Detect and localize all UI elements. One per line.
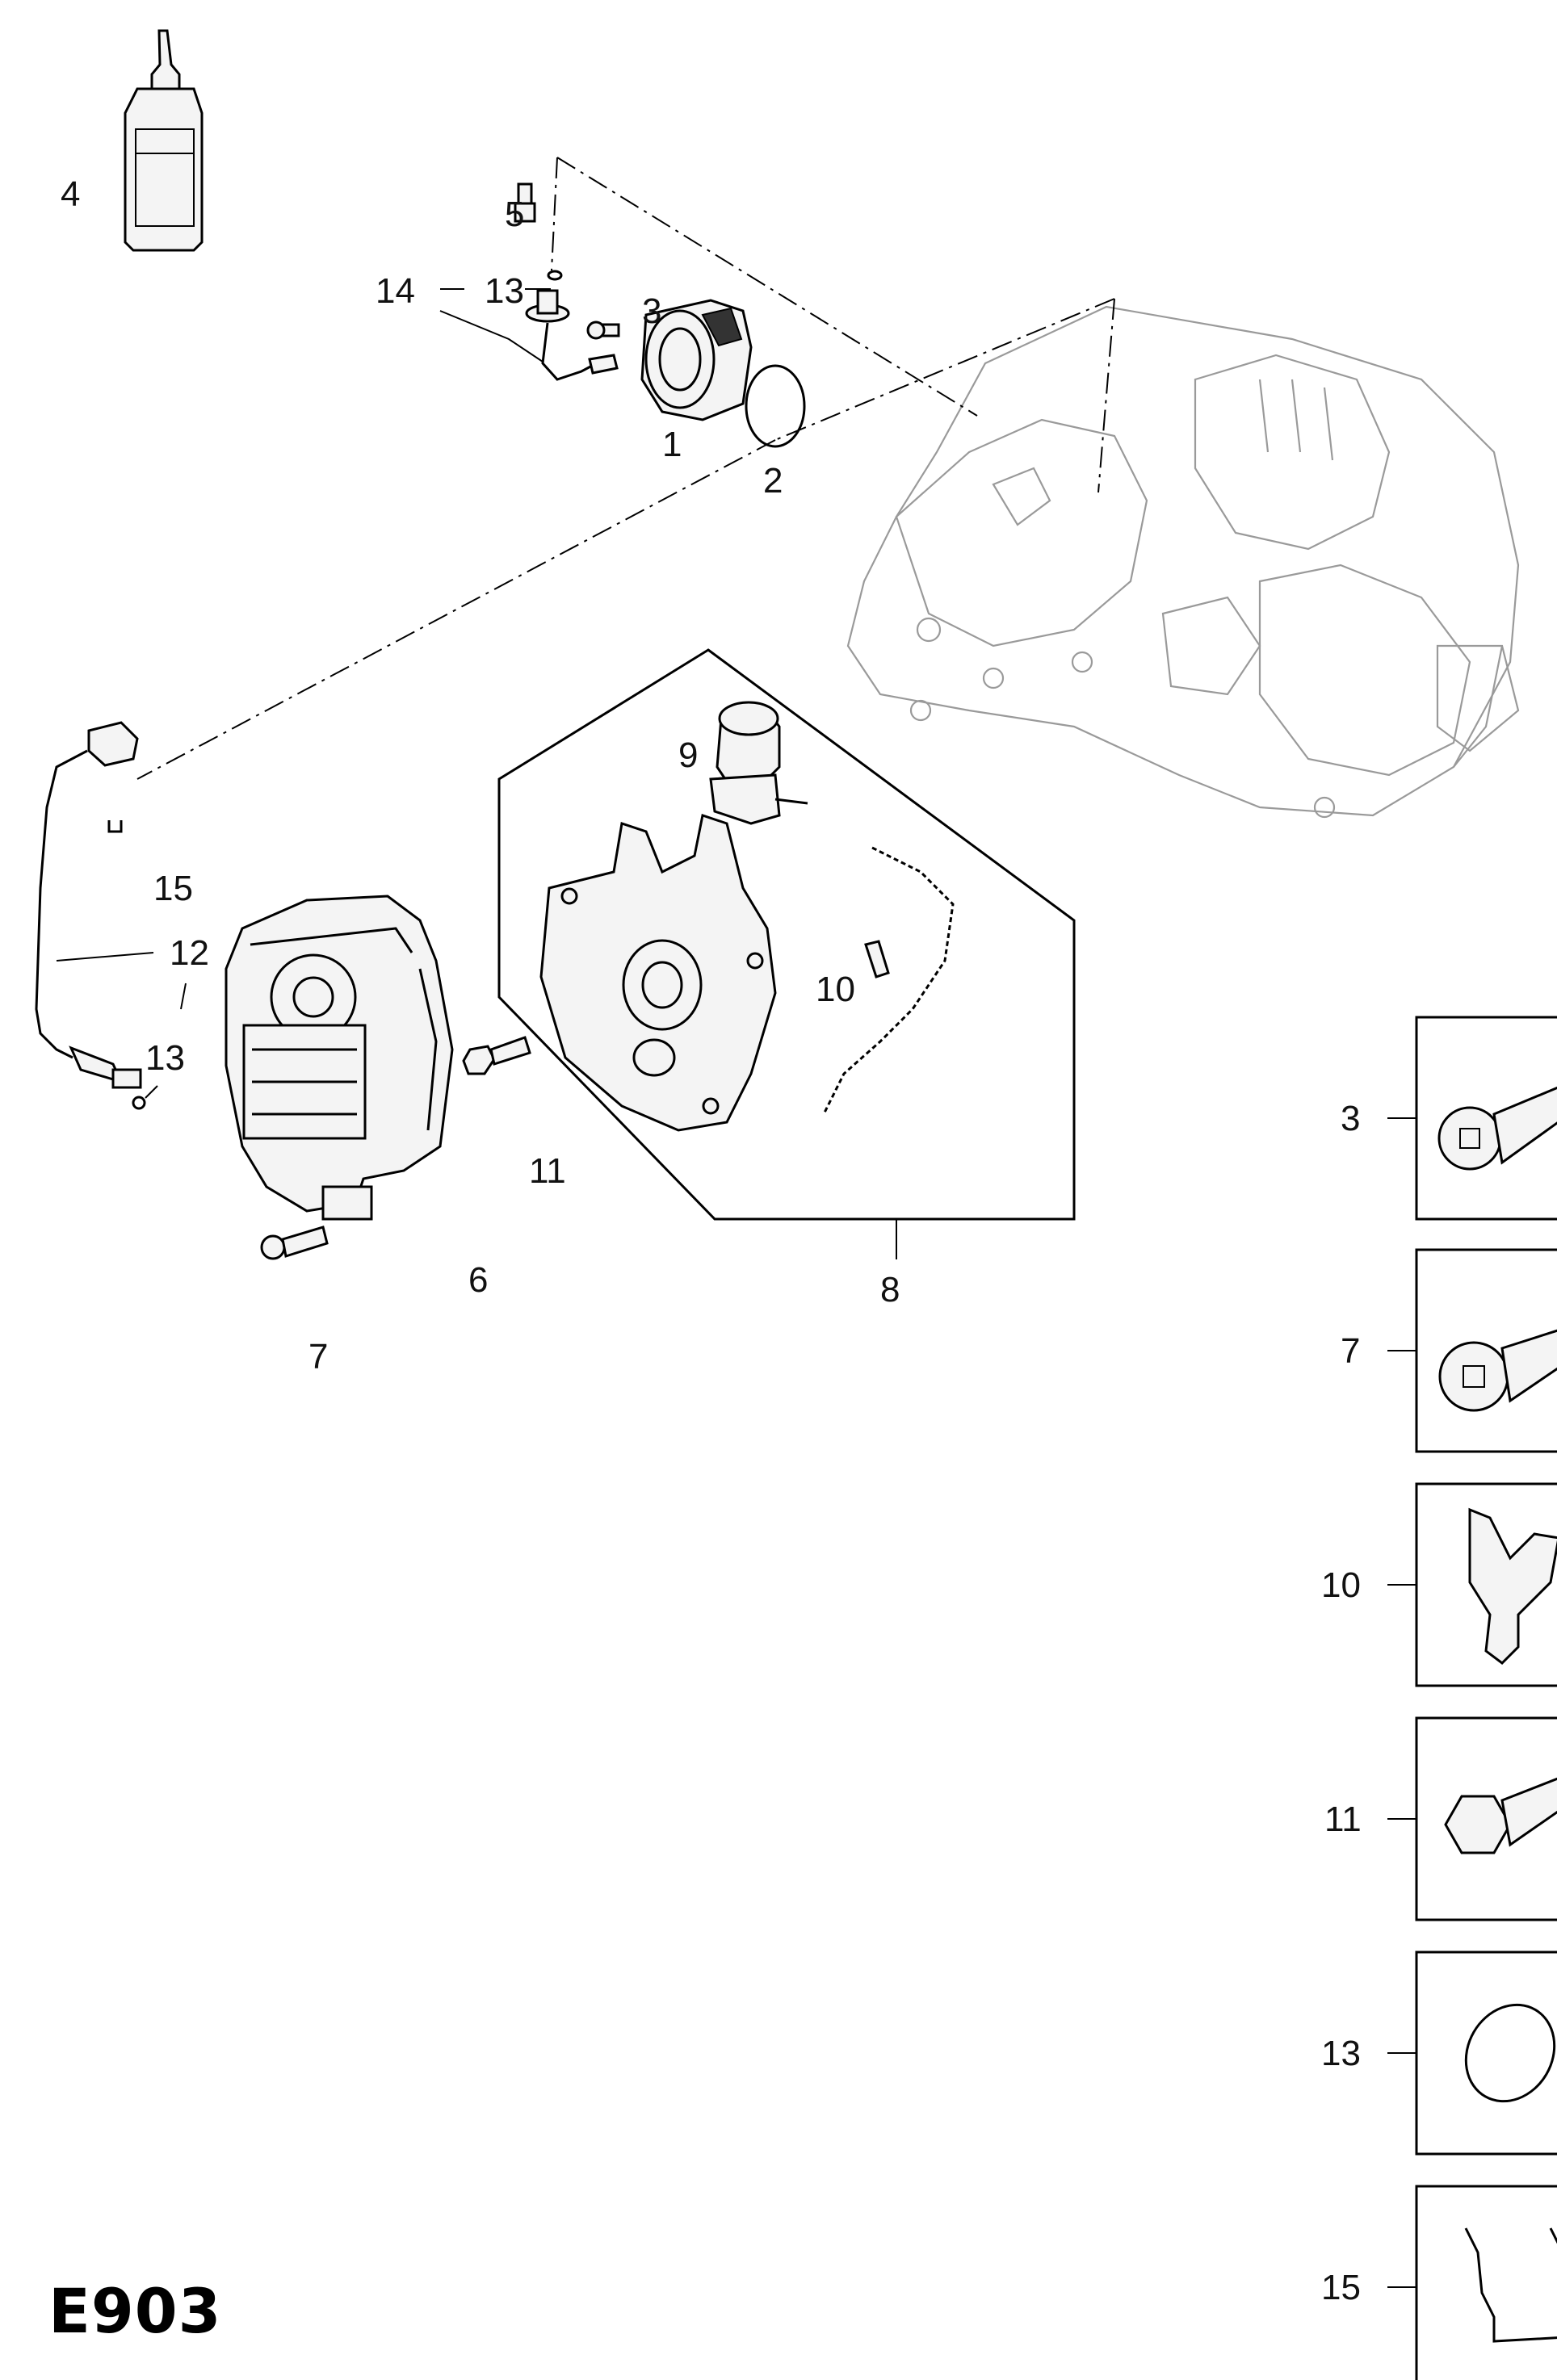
callout-8: 8 bbox=[880, 1270, 900, 1309]
hydraulic-pipe-part bbox=[525, 289, 619, 381]
torx-screw-icon bbox=[1437, 1106, 1502, 1171]
bolt-part-11 bbox=[462, 1036, 531, 1075]
callout-3: 3 bbox=[642, 291, 661, 331]
bolt-part-7 bbox=[260, 1226, 329, 1260]
fluid-bottle-part bbox=[124, 29, 204, 252]
callout-1: 1 bbox=[662, 425, 682, 464]
callout-9: 9 bbox=[678, 735, 698, 775]
callout-13-top: 13 bbox=[485, 271, 524, 311]
detail-label-3: 3 bbox=[1341, 1099, 1360, 1138]
callout-12: 12 bbox=[170, 933, 209, 973]
bracket-housing-part bbox=[539, 814, 777, 1132]
callout-6: 6 bbox=[468, 1260, 488, 1300]
leader-lines bbox=[56, 288, 551, 1099]
detail-label-7: 7 bbox=[1341, 1331, 1360, 1371]
corrugated-hose-part bbox=[822, 846, 955, 1115]
clip-icon bbox=[1468, 1507, 1557, 1665]
hex-bolt-icon bbox=[1444, 1795, 1512, 1854]
detail-label-10: 10 bbox=[1321, 1565, 1361, 1605]
retaining-clip-icon bbox=[1464, 2227, 1557, 2343]
detail-label-13: 13 bbox=[1321, 2034, 1361, 2073]
clip-15-part bbox=[107, 820, 123, 833]
detail-box-15 bbox=[1387, 2185, 1557, 2380]
detail-box-3 bbox=[1387, 1016, 1557, 1221]
detail-label-11: 11 bbox=[1324, 1800, 1362, 1839]
small-seal-part bbox=[547, 270, 563, 281]
page-code: E903 bbox=[48, 2275, 222, 2347]
detail-label-15: 15 bbox=[1321, 2268, 1361, 2307]
screw-part-3 bbox=[586, 321, 620, 340]
hose-part bbox=[35, 721, 142, 1089]
seal-13-part bbox=[132, 1096, 146, 1110]
callout-labels: 4 5 14 13 3 1 2 9 15 12 10 13 11 6 8 7 3… bbox=[61, 174, 1362, 2307]
actuator-part bbox=[225, 895, 454, 1221]
reservoir-part bbox=[709, 701, 808, 825]
callout-2: 2 bbox=[763, 461, 783, 501]
detail-box-11 bbox=[1387, 1716, 1557, 1921]
callout-7: 7 bbox=[308, 1337, 328, 1376]
pin-part-10 bbox=[864, 940, 890, 978]
callout-15: 15 bbox=[153, 869, 193, 908]
callout-14: 14 bbox=[376, 271, 415, 311]
callout-11: 11 bbox=[529, 1151, 566, 1191]
transmission-housing-illustration bbox=[846, 305, 1520, 819]
seal-ring-icon bbox=[1464, 2003, 1556, 2103]
callout-5: 5 bbox=[505, 195, 524, 234]
detail-box-13 bbox=[1387, 1951, 1557, 2156]
callout-4: 4 bbox=[61, 174, 80, 214]
detail-box-7 bbox=[1387, 1248, 1557, 1453]
flanged-torx-bolt-icon bbox=[1438, 1341, 1509, 1412]
o-ring-part bbox=[745, 364, 806, 448]
bleed-screw-part bbox=[514, 182, 536, 223]
slave-cylinder-part bbox=[640, 299, 753, 421]
callout-10: 10 bbox=[816, 970, 855, 1009]
assembly-lines bbox=[136, 157, 1115, 780]
callout-13-mid: 13 bbox=[145, 1038, 185, 1078]
detail-box-10 bbox=[1387, 1482, 1557, 1687]
kit-outline bbox=[497, 648, 1076, 1221]
